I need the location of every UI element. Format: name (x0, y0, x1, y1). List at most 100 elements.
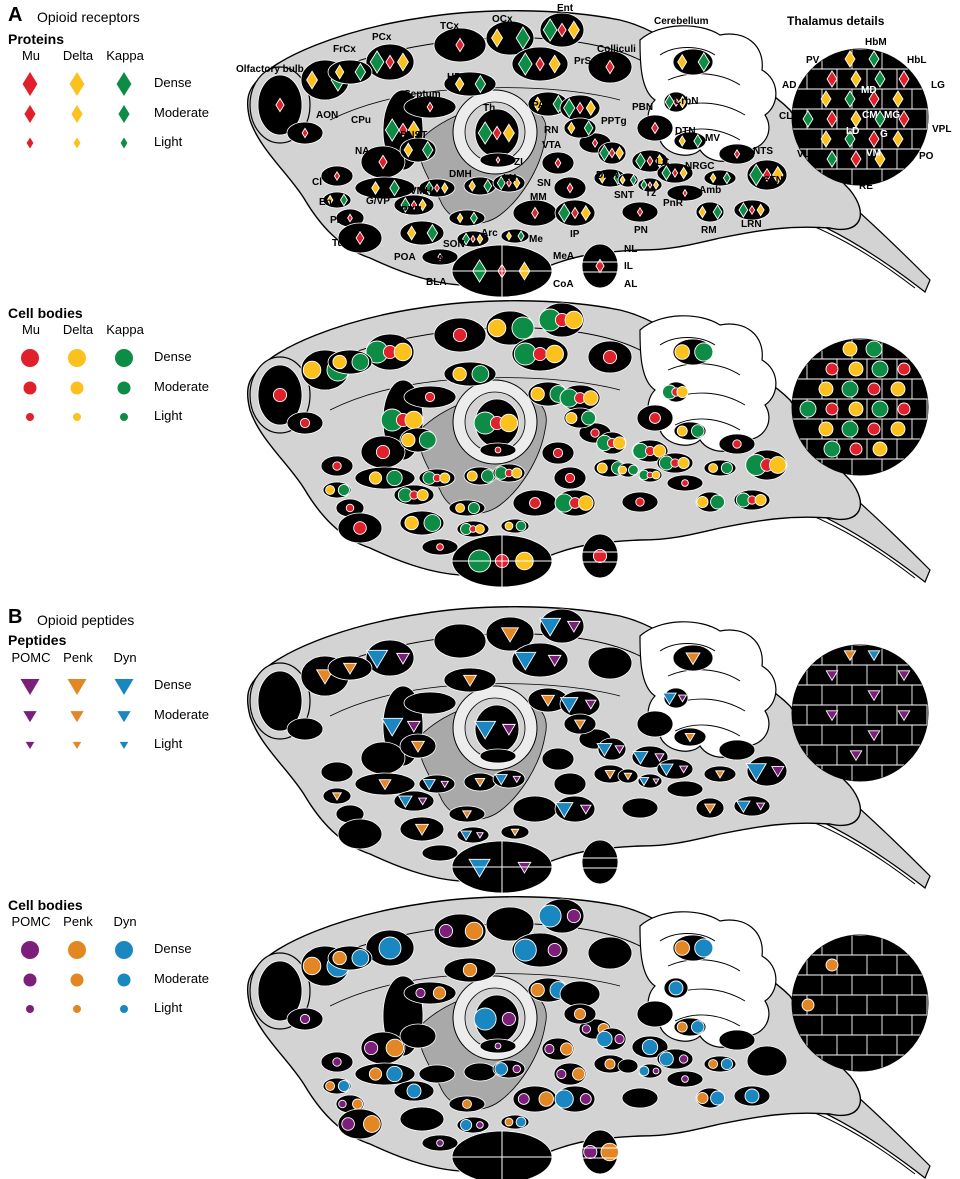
thal-label-ad: AD (782, 80, 796, 91)
region-delta-diamond-marker (653, 180, 660, 190)
legend-level-light: Light (154, 134, 183, 149)
brain-region (399, 1023, 437, 1049)
label-dtn: DTN (675, 126, 696, 137)
brain-region (337, 1108, 383, 1140)
label-pvn: PVN (401, 205, 422, 216)
thalamus-mu-diamond-marker (850, 150, 862, 168)
brain-region (541, 1037, 575, 1061)
brain-region (656, 162, 694, 184)
thal-label-md: MD (861, 85, 877, 96)
brain-region (257, 74, 303, 136)
brain-region (418, 1064, 456, 1084)
brain-region (718, 433, 756, 455)
region-pomc-triangle-marker (755, 802, 766, 811)
label-lc: LC (656, 157, 669, 168)
region-mu-diamond-marker (682, 188, 688, 198)
label-rn: RN (544, 125, 558, 136)
label-arc: Arc (481, 228, 498, 239)
brain-region (443, 667, 497, 693)
region-kappa-diamond-marker (693, 133, 703, 149)
peptide-cell-body-diagram (246, 896, 931, 1179)
region-pomc-circle-marker (583, 1144, 598, 1160)
brain-region (631, 439, 669, 463)
thalamus-kappa-diamond-marker (874, 70, 886, 88)
label-amb: Amb (699, 185, 721, 196)
thal-label-cl: CL (779, 111, 792, 122)
region-kappa-diamond-marker (722, 171, 731, 185)
brain-region (718, 739, 756, 761)
region-dyn-circle-marker (668, 980, 684, 996)
legend-column-penk: Penk (63, 650, 93, 665)
region-delta-diamond-marker (403, 142, 413, 158)
brain-region (527, 381, 569, 407)
region-dyn-circle-marker (386, 1065, 403, 1083)
brain-region (463, 466, 497, 486)
region-delta-diamond-marker (476, 233, 484, 245)
region-mu-diamond-marker (646, 155, 654, 167)
brain-region (448, 805, 486, 823)
brain-region (637, 467, 663, 483)
brain-region (492, 173, 526, 193)
legend-dyn-moderate-triangle-icon (117, 711, 131, 723)
region-pomc-triangle-marker (440, 780, 450, 789)
region-mu-diamond-marker (647, 181, 653, 189)
thalamus-kappa-circle-marker (871, 360, 889, 378)
peptide-cell-bodies-legend-heading: Cell bodies (8, 897, 83, 913)
thalamus-kappa-diamond-marker (802, 110, 814, 128)
brain-region (559, 384, 601, 412)
region-mu-diamond-marker (355, 230, 365, 246)
region-dyn-circle-marker (460, 1118, 473, 1132)
region-penk-circle-marker (676, 1021, 688, 1033)
brain-region (485, 616, 535, 652)
region-penk-circle-marker (572, 1067, 586, 1081)
label-tz: Tz (645, 188, 656, 199)
legend-pomc-moderate-circle-icon (23, 973, 37, 987)
brain-region (666, 1070, 704, 1088)
brain-region (399, 1106, 445, 1132)
thal-label-lg: LG (931, 80, 945, 91)
thalamus-delta-diamond-marker (892, 130, 904, 148)
brain-region (479, 152, 517, 168)
region-pomc-circle-marker (494, 1042, 502, 1050)
brain-region (479, 748, 517, 764)
label-pag: PAG (532, 100, 553, 111)
region-pomc-circle-marker (547, 942, 562, 958)
region-kappa-diamond-marker (517, 52, 533, 76)
thal-label-mg: MG (884, 110, 900, 121)
label-bla: BLA (426, 277, 447, 288)
receptor-cell-body-diagram (246, 300, 931, 588)
legend-delta-light-circle-icon (73, 413, 81, 421)
region-dyn-circle-marker (351, 949, 370, 967)
region-penk-circle-marker (368, 1067, 383, 1081)
region-kappa-diamond-marker (563, 98, 576, 118)
region-pomc-circle-marker (681, 1075, 689, 1083)
brain-region (399, 816, 445, 842)
label-tcx: TCx (440, 21, 459, 32)
brain-region (656, 452, 694, 474)
region-kappa-diamond-marker (424, 180, 434, 196)
legend-delta-moderate-diamond-icon (71, 105, 83, 123)
thalamus-mu-circle-marker (825, 362, 839, 376)
brain-region (327, 945, 373, 971)
region-mu-diamond-marker (455, 37, 465, 53)
legend-column-pomc: POMC (11, 914, 51, 929)
region-kappa-diamond-marker (384, 118, 400, 142)
thalamus-kappa-circle-marker (841, 380, 859, 398)
brain-region (500, 518, 530, 534)
region-mu-diamond-marker (762, 167, 772, 183)
brain-region (621, 797, 659, 819)
region-pomc-circle-marker (678, 1054, 689, 1064)
region-delta-diamond-marker (619, 175, 626, 185)
thalamus-delta-circle-marker (818, 381, 834, 397)
region-dyn-circle-marker (694, 938, 714, 958)
brain-region (463, 772, 497, 792)
brain-region (512, 199, 558, 227)
peptides-legend-heading: Peptides (8, 632, 67, 648)
region-delta-diamond-marker (454, 76, 465, 92)
thalamus-dyn-triangle-marker (867, 650, 881, 662)
region-mu-circle-marker (532, 346, 548, 362)
brain-region (492, 769, 526, 789)
legend-delta-moderate-circle-icon (70, 381, 84, 395)
thal-label-vl: VL (797, 149, 810, 160)
brain-region (512, 1085, 558, 1113)
